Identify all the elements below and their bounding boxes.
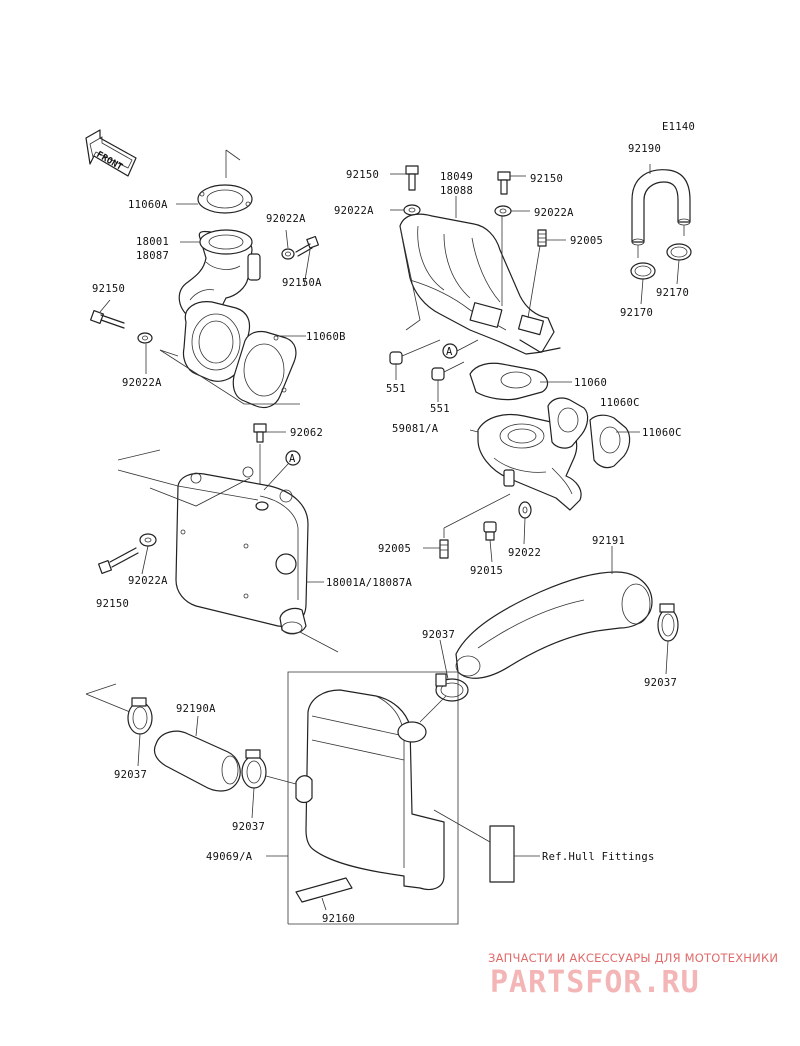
label-92150-mid-b: 92150 <box>530 173 563 185</box>
label-551-a: 551 <box>386 383 406 395</box>
label-92150-lower: 92150 <box>96 598 129 610</box>
label-92037-left: 92037 <box>114 769 147 781</box>
label-92022: 92022 <box>508 547 541 559</box>
label-92037-right: 92037 <box>644 677 677 689</box>
label-92190A: 92190A <box>176 703 216 715</box>
exhaust-elbow-59081 <box>439 397 631 559</box>
sleeve-icon <box>389 351 403 365</box>
label-49069A: 49069/A <box>206 851 253 863</box>
label-92022A-mid-b: 92022A <box>534 207 574 219</box>
bolt-icon <box>405 165 419 191</box>
label-92160: 92160 <box>322 913 355 925</box>
front-arrow-icon: FRONT <box>85 129 137 177</box>
label-92005-top: 92005 <box>570 235 603 247</box>
diagram-code: E1140 <box>662 121 695 133</box>
reference-mark-a-upper: A <box>442 339 479 359</box>
label-92150-mid-a: 92150 <box>346 169 379 181</box>
label-59081A: 59081/A <box>392 423 439 435</box>
stud-icon <box>439 539 449 559</box>
washer-icon <box>518 501 532 519</box>
hose-92190A <box>85 683 297 792</box>
label-92037-center: 92037 <box>422 629 455 641</box>
label-92150-left: 92150 <box>92 283 125 295</box>
label-11060B: 11060B <box>306 331 346 343</box>
ref-a-lower-label: A <box>289 453 296 465</box>
part-number-labels: 11060A 18001 18087 92022A 92150A 92150 1… <box>92 143 689 925</box>
reference-mark-a-lower: A <box>263 450 301 491</box>
washer-icon <box>139 533 157 547</box>
label-92190: 92190 <box>628 143 661 155</box>
bolt-icon <box>89 309 125 329</box>
label-11060C-a: 11060C <box>600 397 640 409</box>
sleeve-icon <box>431 367 445 381</box>
label-ref-hull: Ref.Hull Fittings <box>542 851 655 863</box>
plug-icon <box>483 521 497 541</box>
watermark-logo: PARTSFOR.RU <box>490 965 700 1000</box>
label-92062: 92062 <box>290 427 323 439</box>
upper-left-exhaust-manifold <box>89 149 320 409</box>
label-11060A-top: 11060A <box>128 199 168 211</box>
water-muffler-49069 <box>287 671 540 925</box>
label-leaders <box>99 164 680 911</box>
washer-icon <box>403 204 421 216</box>
label-92170-a: 92170 <box>656 287 689 299</box>
watermark: ЗАПЧАСТИ И АКСЕССУАРЫ ДЛЯ МОТОТЕХНИКИ PA… <box>488 951 778 1000</box>
label-92170-b: 92170 <box>620 307 653 319</box>
label-18001A-18087A: 18001A/18087A <box>326 577 412 589</box>
expansion-chamber-18001A <box>97 423 339 653</box>
label-18088: 18088 <box>440 185 473 197</box>
washer-icon <box>281 248 295 260</box>
ref-a-upper-label: A <box>446 346 453 358</box>
watermark-tagline: ЗАПЧАСТИ И АКСЕССУАРЫ ДЛЯ МОТОТЕХНИКИ <box>488 951 778 965</box>
label-92005-lower: 92005 <box>378 543 411 555</box>
label-11060-mid: 11060 <box>574 377 607 389</box>
stud-icon <box>537 229 547 247</box>
upper-right-hose <box>630 169 692 280</box>
label-92022A-mid-a: 92022A <box>334 205 374 217</box>
label-92191: 92191 <box>592 535 625 547</box>
outlet-hose-92191 <box>435 571 679 702</box>
bolt-icon <box>253 423 267 443</box>
label-92150A: 92150A <box>282 277 322 289</box>
label-18087-top: 18087 <box>136 250 169 262</box>
washer-icon <box>494 205 512 217</box>
label-92022A-topleft: 92022A <box>266 213 306 225</box>
label-92022A-left: 92022A <box>122 377 162 389</box>
washer-icon <box>137 332 153 344</box>
label-11060C-b: 11060C <box>642 427 682 439</box>
bolt-icon <box>497 171 511 195</box>
label-92015: 92015 <box>470 565 503 577</box>
label-18049: 18049 <box>440 171 473 183</box>
label-18001-top: 18001 <box>136 236 169 248</box>
pad-icon <box>295 877 353 903</box>
label-551-b: 551 <box>430 403 450 415</box>
label-92037-bottom: 92037 <box>232 821 265 833</box>
upper-center-manifold <box>389 165 561 401</box>
label-92022A-lower: 92022A <box>128 575 168 587</box>
bolt-icon <box>295 235 320 257</box>
bolt-icon <box>97 547 139 575</box>
